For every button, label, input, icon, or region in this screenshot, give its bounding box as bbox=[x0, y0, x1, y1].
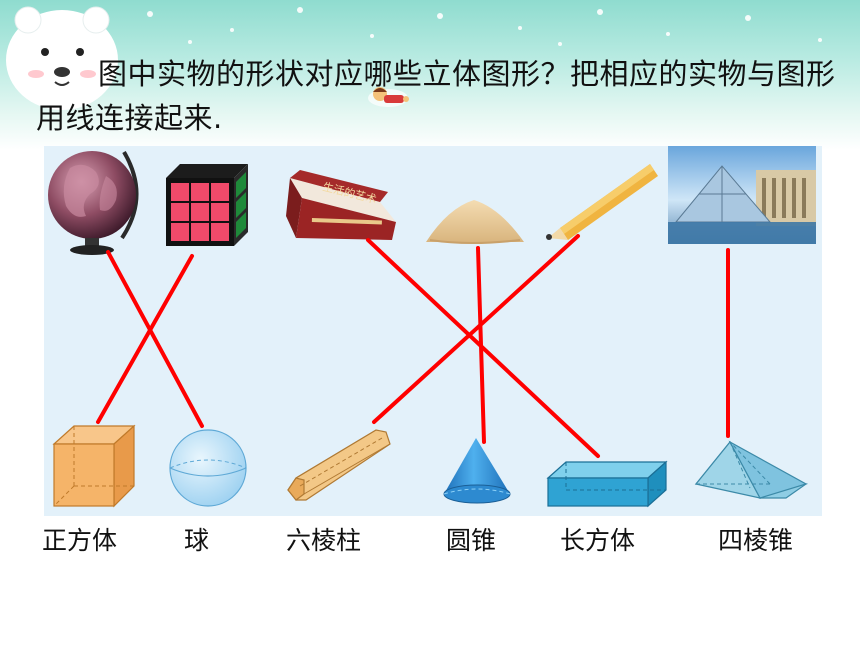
label-sphere: 球 bbox=[184, 526, 210, 555]
polar-bear-icon bbox=[6, 6, 118, 110]
globe-icon bbox=[48, 150, 139, 255]
label-cube: 正方体 bbox=[42, 526, 118, 555]
pencil-icon bbox=[546, 164, 658, 240]
cartoon-character-icon bbox=[368, 87, 409, 107]
sand-pile-icon bbox=[426, 200, 524, 244]
header-banner bbox=[0, 0, 860, 150]
line-pencil-prism bbox=[372, 234, 580, 424]
rubiks-cube-icon bbox=[166, 164, 248, 246]
louvre-pyramid-icon bbox=[668, 146, 816, 244]
cone-icon bbox=[443, 438, 511, 504]
sphere-icon bbox=[169, 429, 247, 507]
line-globe-sphere bbox=[106, 250, 204, 428]
label-cone: 圆锥 bbox=[446, 526, 497, 555]
label-hexagonal-prism: 六棱柱 bbox=[286, 526, 362, 555]
cuboid-icon bbox=[546, 460, 668, 508]
square-pyramid-icon bbox=[694, 440, 808, 499]
connection-lines bbox=[96, 234, 730, 458]
snow-decoration bbox=[147, 7, 822, 46]
line-rubiks-cube bbox=[96, 254, 194, 424]
label-cuboid: 长方体 bbox=[560, 526, 636, 555]
line-sand-cone bbox=[476, 246, 486, 444]
label-square-pyramid: 四棱锥 bbox=[718, 526, 794, 555]
hexagonal-prism-icon bbox=[287, 429, 391, 501]
cube-icon bbox=[52, 424, 136, 508]
question-text: 图中实物的形状对应哪些立体图形？把相应的实物与图形用线连接起来. bbox=[36, 57, 836, 135]
book-icon: 生活的艺术 bbox=[286, 170, 396, 240]
